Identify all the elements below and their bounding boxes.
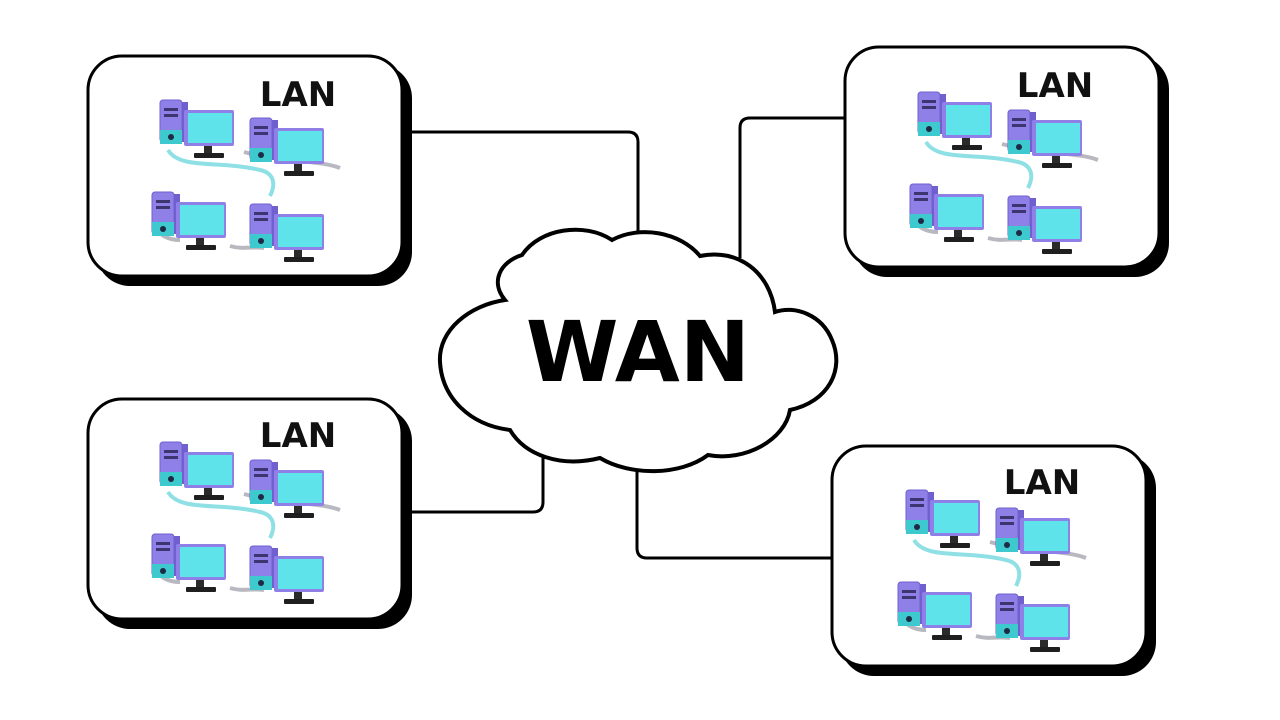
lan-box-top-right: LAN <box>843 45 1169 277</box>
link-wan-bottom-left-lan <box>408 450 545 514</box>
lan-label: LAN <box>260 416 336 456</box>
wan-cloud: WAN <box>437 227 839 474</box>
lan-label: LAN <box>260 75 336 115</box>
lan-box-bottom-right: LAN <box>830 444 1156 676</box>
link-wan-top-left-lan <box>408 130 640 232</box>
connection-lines <box>408 116 845 560</box>
cloud-icon <box>437 227 839 474</box>
lan-box-top-left: LAN <box>86 54 412 286</box>
lan-label: LAN <box>1017 66 1093 106</box>
lan-box-bottom-left: LAN <box>86 397 412 629</box>
lan-label: LAN <box>1004 463 1080 503</box>
wan-label: WAN <box>526 303 750 401</box>
link-wan-top-right-lan <box>738 116 845 258</box>
link-wan-bottom-right-lan <box>635 468 832 560</box>
